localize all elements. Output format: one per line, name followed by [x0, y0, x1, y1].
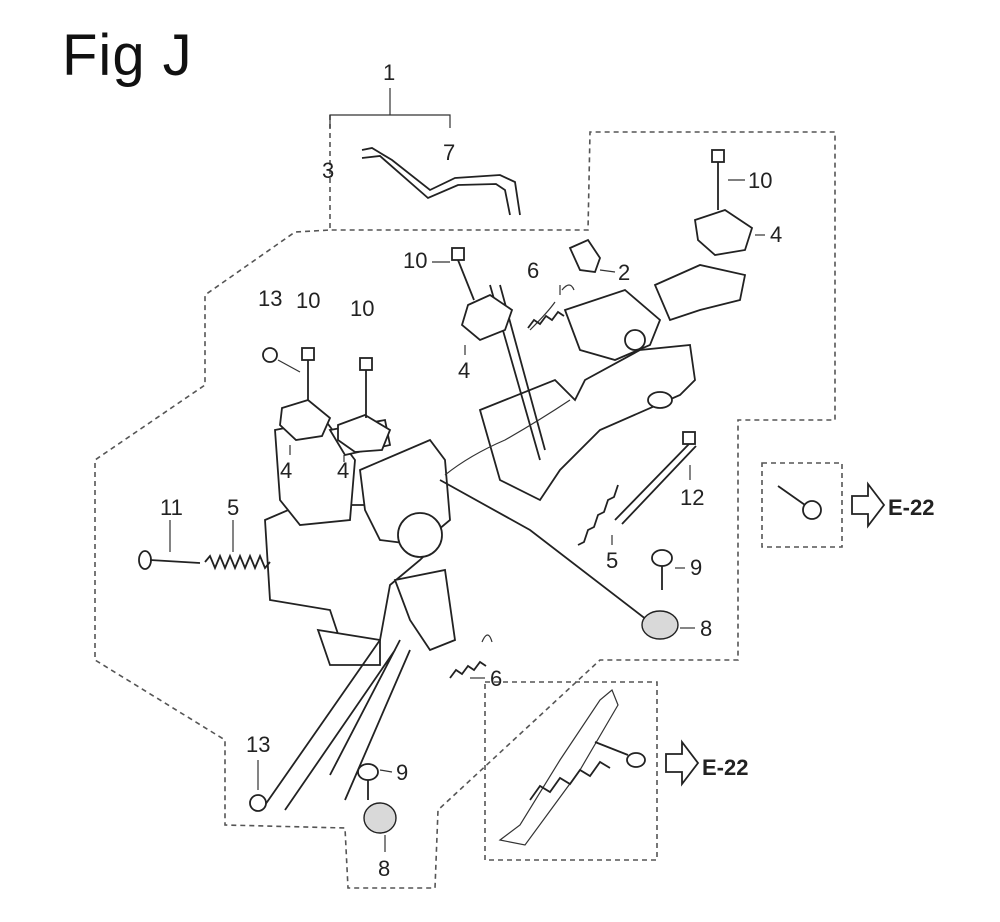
bolt-12	[614, 431, 697, 525]
callout-12: 12	[680, 485, 704, 510]
right-stud	[624, 329, 646, 351]
callout-7: 7	[443, 140, 455, 165]
bolt-10-top-right	[711, 149, 725, 210]
callout-10: 10	[296, 288, 320, 313]
spring-5-left	[204, 553, 271, 571]
callout-6: 6	[490, 666, 502, 691]
callout-6: 6	[527, 258, 539, 283]
clamp-4-right	[693, 209, 754, 256]
nut-13-upper	[262, 347, 278, 363]
callout-4: 4	[337, 458, 349, 483]
callout-11: 11	[160, 495, 183, 520]
spring-6-lower	[449, 634, 493, 679]
screw-11	[138, 550, 201, 570]
callout-10: 10	[350, 296, 374, 321]
spring-5-right	[577, 484, 619, 546]
ref-label-lower: E-22	[702, 755, 748, 780]
clamp-4-left-b	[337, 414, 392, 453]
throttle-lever	[393, 568, 456, 652]
ref-box-lower	[484, 681, 658, 861]
right-governor-plate	[478, 344, 696, 502]
callout-4: 4	[280, 458, 292, 483]
knob-8-right	[641, 610, 679, 640]
callout-8: 8	[378, 856, 390, 881]
right-hole	[647, 391, 673, 409]
callout-10: 10	[403, 248, 427, 273]
lever-rod-lower	[264, 639, 411, 811]
spring-6-upper	[527, 284, 575, 331]
nut-13-lower	[249, 794, 267, 812]
knob-9-lower	[357, 763, 379, 800]
ref-screw-upper	[777, 485, 822, 520]
bolt-10-left-b	[359, 357, 373, 418]
callout-9: 9	[396, 760, 408, 785]
callout-4: 4	[770, 222, 782, 247]
callout-10: 10	[748, 168, 772, 193]
ref-label-upper: E-22	[888, 495, 934, 520]
leader-lines	[169, 179, 765, 852]
callout-1: 1	[383, 60, 395, 85]
right-arm	[653, 264, 747, 322]
knob-9-right	[651, 549, 673, 590]
callout-5: 5	[606, 548, 618, 573]
spring-link	[444, 399, 571, 476]
pivot-boss	[397, 512, 443, 558]
callout-13: 13	[246, 732, 270, 757]
arrow-icon	[851, 481, 886, 529]
callout-4: 4	[458, 358, 470, 383]
part-2-clip	[568, 238, 601, 273]
part-7-rod	[361, 147, 521, 216]
arrow-icon	[665, 739, 700, 787]
callout-2: 2	[618, 260, 630, 285]
bolt-10-center	[451, 247, 475, 301]
ref-box-upper	[761, 462, 843, 548]
assembly-boundary	[94, 115, 836, 889]
callout-8: 8	[700, 616, 712, 641]
figure-title: Fig J	[62, 23, 193, 88]
knob-8-lower	[363, 802, 397, 834]
ref-spring-assembly	[498, 689, 646, 846]
clamp-4-center	[460, 293, 514, 342]
left-lower-tab	[316, 628, 381, 666]
callout-5: 5	[227, 495, 239, 520]
bolt-10-left-a	[301, 347, 315, 400]
callout-13: 13	[258, 286, 282, 311]
callout-3: 3	[322, 158, 334, 183]
callout-9: 9	[690, 555, 702, 580]
bracket-1	[329, 114, 451, 128]
